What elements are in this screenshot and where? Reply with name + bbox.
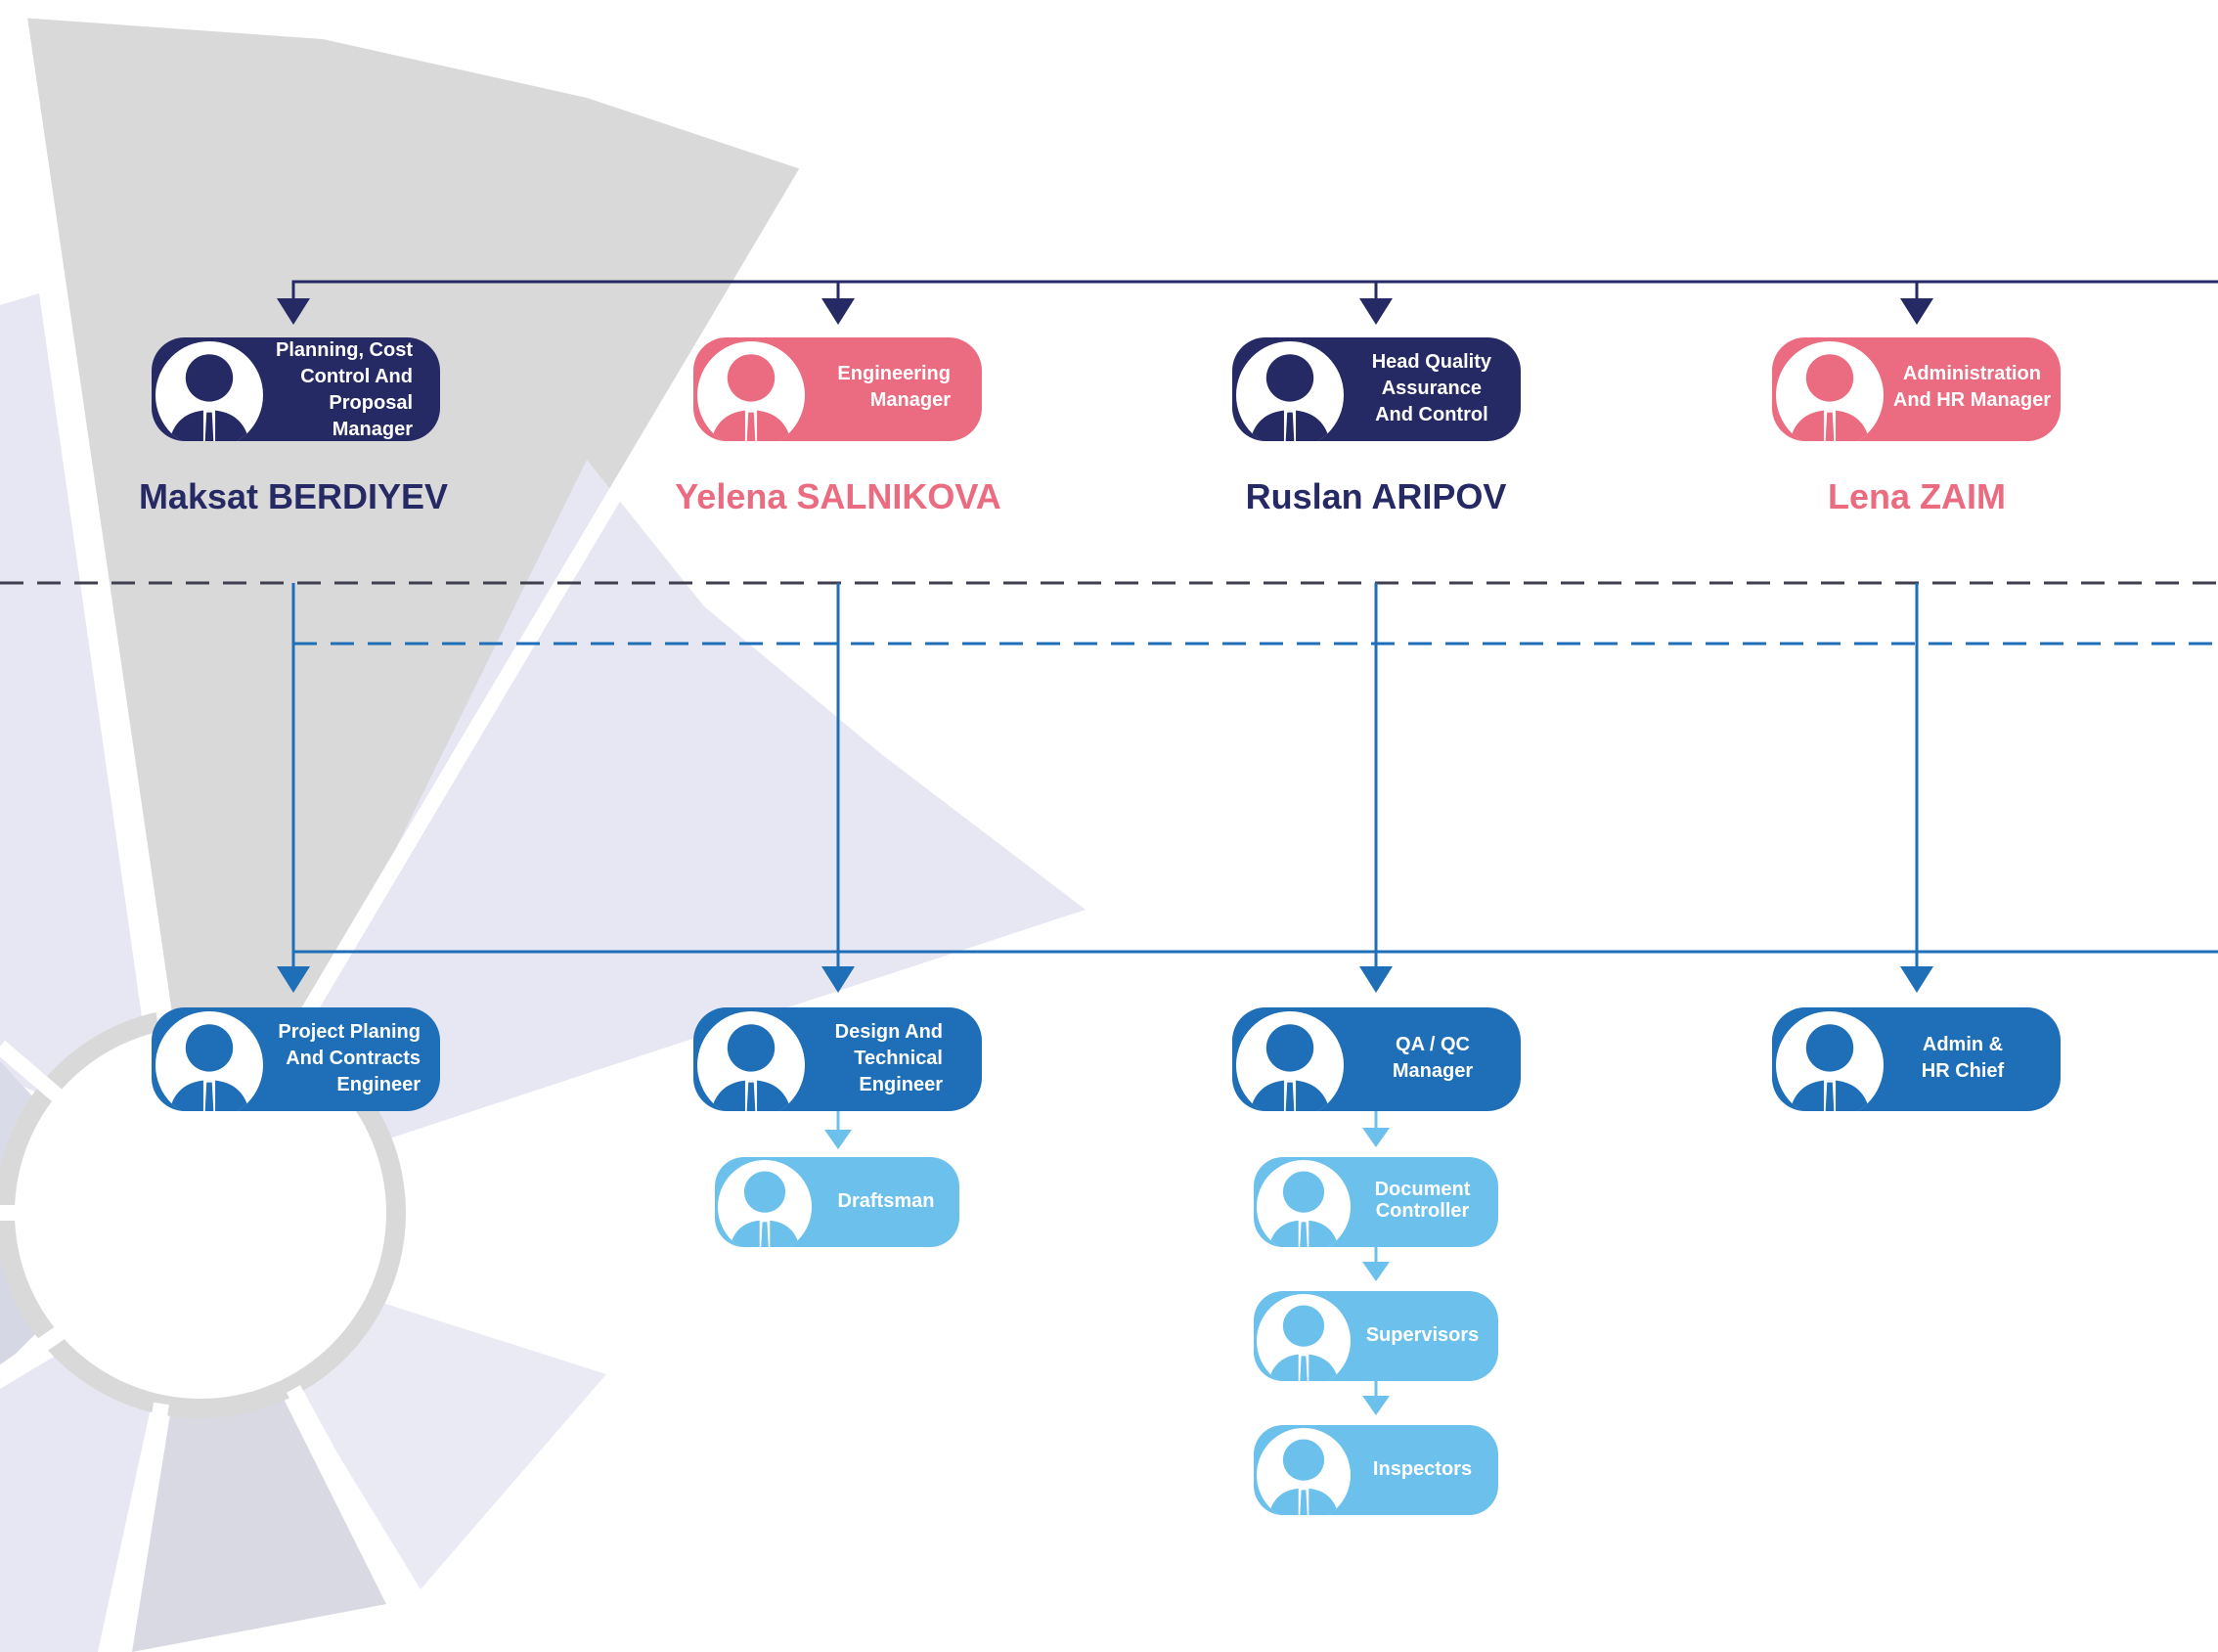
sub-card-draftsman: Draftsman [715, 1157, 959, 1247]
person-with-tie-icon [718, 1160, 812, 1247]
person-with-tie-icon [697, 341, 805, 441]
person-with-tie-icon [697, 1011, 805, 1111]
sub-title: Draftsman [837, 1190, 935, 1212]
person-with-tie-icon [1776, 1011, 1884, 1111]
bottom-center-wedge [132, 1399, 386, 1652]
staff-title: Admin &HR Chief [1921, 1034, 2005, 1082]
bottom-left-wedge [0, 1345, 152, 1652]
middle-arrowheads [277, 966, 1933, 993]
sub-card-inspectors: Inspectors [1254, 1425, 1498, 1515]
gray-wedge [20, 18, 807, 1061]
person-with-tie-icon [1236, 341, 1344, 441]
manager-name: Maksat BERDIYEV [138, 476, 449, 516]
manager-name: Ruslan ARIPOV [1245, 476, 1507, 516]
sub-title: Supervisors [1365, 1324, 1480, 1346]
person-with-tie-icon [155, 1011, 263, 1111]
person-with-tie-icon [1257, 1160, 1351, 1247]
person-with-tie-icon [155, 341, 263, 441]
white-hub [15, 1027, 386, 1399]
sub-card-supervisors: Supervisors [1254, 1291, 1498, 1381]
left-lavender-wedge [0, 293, 147, 1100]
sub-title: Inspectors [1372, 1458, 1473, 1480]
person-with-tie-icon [1776, 341, 1884, 441]
bottom-right-wedge [298, 1301, 606, 1589]
top-arrowheads [277, 298, 1933, 325]
background-wedges [0, 16, 1086, 1652]
manager-name: Yelena SALNIKOVA [675, 476, 1001, 516]
sub-arrowheads [824, 1128, 1390, 1415]
staff-card-admin: Admin &HR Chief [1772, 1007, 2061, 1111]
person-with-tie-icon [1257, 1428, 1351, 1515]
middle-connector [291, 583, 2218, 968]
person-with-tie-icon [1236, 1011, 1344, 1111]
lavender-fan [313, 460, 1086, 1139]
manager-name: Lena ZAIM [1827, 476, 2006, 516]
person-with-tie-icon [1257, 1294, 1351, 1381]
